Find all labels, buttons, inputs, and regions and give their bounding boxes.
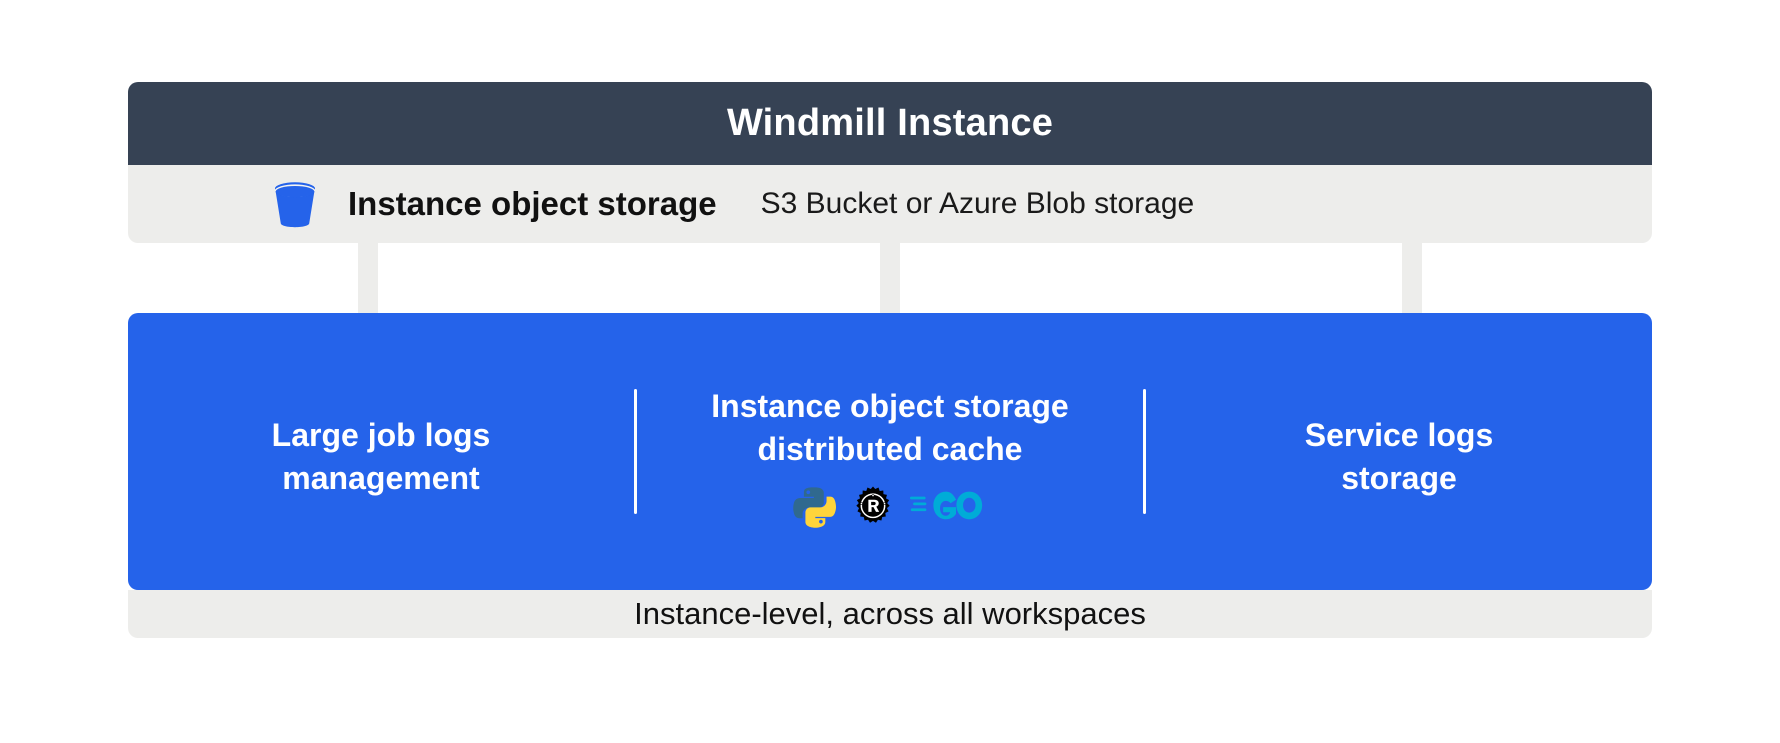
page-title: Windmill Instance (726, 102, 1054, 144)
footer-text: Instance-level, across all workspaces (634, 596, 1146, 631)
instance-object-storage-title: Instance object storage (348, 185, 717, 222)
supported-languages (792, 484, 988, 528)
instance-object-storage-row: Instance object storage S3 Bucket or Azu… (128, 165, 1652, 243)
instance-header: Windmill Instance (128, 82, 1652, 165)
feature-large-job-logs-management: Large job logs management (128, 313, 634, 590)
column-divider-2 (1143, 389, 1146, 514)
feature-title: Instance object storage distributed cach… (711, 388, 1069, 467)
features-panel: Large job logs management Instance objec… (128, 313, 1652, 590)
feature-service-logs-storage: Service logs storage (1146, 313, 1652, 590)
instance-object-storage-subtitle: S3 Bucket or Azure Blob storage (760, 187, 1195, 220)
python-logo-icon (792, 484, 836, 528)
column-divider-1 (634, 389, 637, 514)
instance-card: Windmill Instance Instance object storag… (128, 82, 1652, 243)
go-logo-icon (910, 486, 988, 526)
bucket-icon (268, 177, 322, 231)
rust-logo-icon (852, 485, 894, 527)
instance-scope-footer: Instance-level, across all workspaces (128, 590, 1652, 638)
feature-title: Service logs storage (1304, 417, 1494, 496)
feature-instance-object-storage-distributed-cache: Instance object storage distributed cach… (637, 313, 1143, 590)
feature-title: Large job logs management (271, 417, 491, 496)
